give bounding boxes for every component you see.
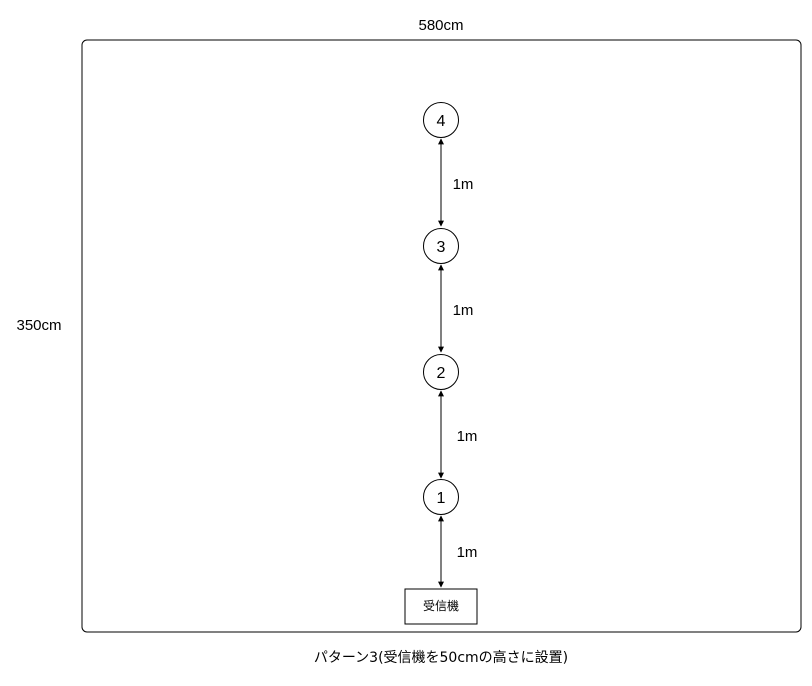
distance-label-3-2: 1m: [453, 302, 474, 319]
node-2-circle: [423, 354, 459, 390]
receiver-label: 受信機: [423, 598, 459, 613]
node-2-label: 2: [437, 365, 446, 382]
node-4-label: 4: [437, 113, 446, 130]
node-3-circle: [423, 228, 459, 264]
node-4: 4: [423, 102, 459, 138]
room-height-label: 350cm: [16, 317, 61, 334]
room-outline: [81, 39, 802, 633]
distance-label-1-receiver: 1m: [457, 544, 478, 561]
receiver: 受信機: [404, 588, 478, 625]
diagram-caption: パターン3(受信機を50cmの高さに設置): [314, 649, 568, 666]
room-width-label: 580cm: [418, 17, 463, 34]
node-4-circle: [423, 102, 459, 138]
node-3-label: 3: [437, 239, 446, 256]
distance-label-4-3: 1m: [453, 176, 474, 193]
node-1-circle: [423, 479, 459, 515]
receiver-box: [404, 588, 478, 625]
node-3: 3: [423, 228, 459, 264]
node-2: 2: [423, 354, 459, 390]
distance-label-2-1: 1m: [457, 428, 478, 445]
node-1: 1: [423, 479, 459, 515]
node-1-label: 1: [437, 490, 446, 507]
